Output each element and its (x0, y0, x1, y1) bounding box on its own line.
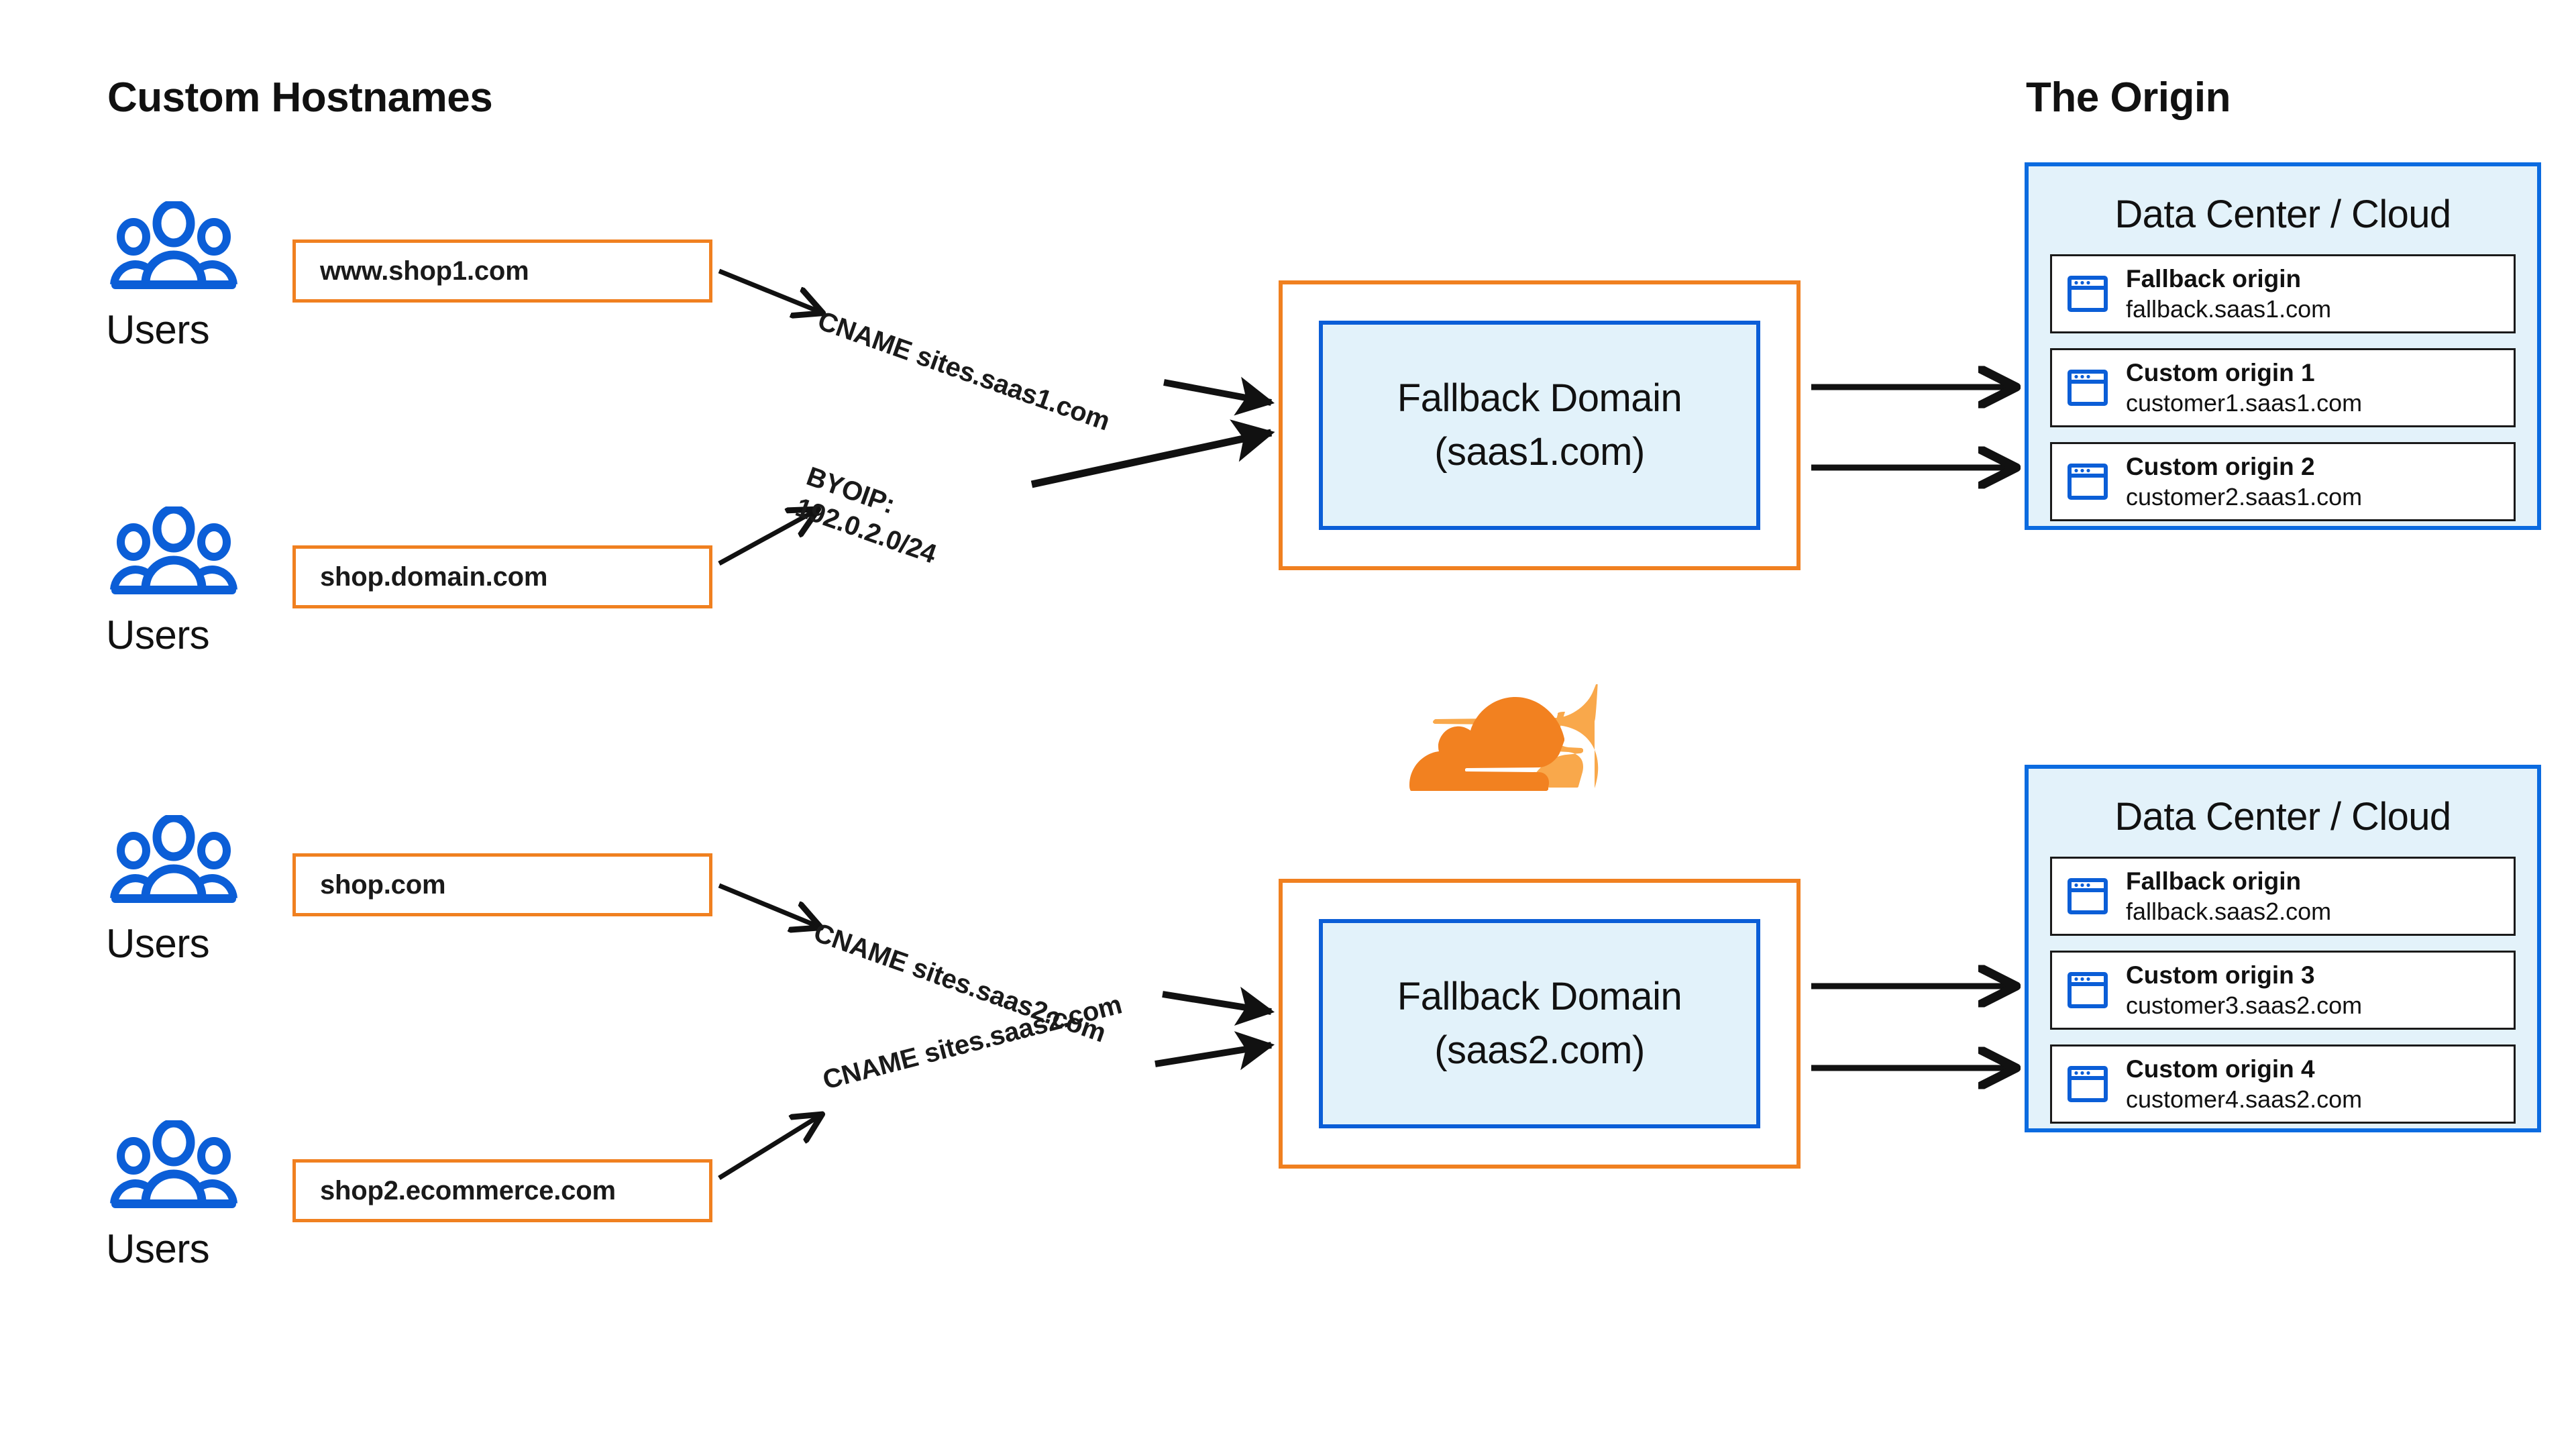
hostname-value: shop2.ecommerce.com (320, 1175, 616, 1205)
hostname-value: shop.com (320, 869, 446, 900)
origin-card[interactable]: Fallback origin fallback.saas2.com (2050, 857, 2516, 936)
browser-window-icon (2068, 370, 2108, 406)
origin-hostname: customer2.saas1.com (2126, 482, 2363, 511)
origin-card[interactable]: Custom origin 3 customer3.saas2.com (2050, 951, 2516, 1030)
cloudflare-logo (1409, 684, 1599, 791)
fallback-domain-name: (saas1.com) (1434, 430, 1645, 474)
arrow-label1-to-fallback1 (1163, 376, 1275, 416)
arrow-hostname3-to-label3 (718, 883, 820, 927)
origin-text: Custom origin 4 customer4.saas2.com (2126, 1054, 2362, 1114)
origin-hostname: customer3.saas2.com (2126, 991, 2363, 1019)
fallback-domain-container: Fallback Domain (saas2.com) (1279, 879, 1801, 1169)
origin-text: Custom origin 2 customer2.saas1.com (2126, 451, 2362, 511)
browser-window-icon (2068, 878, 2108, 914)
origin-title: Fallback origin (2126, 867, 2302, 896)
fallback-domain-title: Fallback Domain (1397, 974, 1682, 1018)
users-group: Users (106, 506, 280, 658)
hostname-box[interactable]: shop.com (292, 853, 712, 916)
users-group: Users (106, 1120, 280, 1272)
datacenter-panel: Data Center / Cloud Fallback origin fall… (2025, 765, 2541, 1132)
arrow-label2-to-fallback1 (1030, 419, 1275, 488)
edge-label-byoip: BYOIP: 192.0.2.0/24 (791, 460, 951, 571)
browser-window-icon (2068, 972, 2108, 1008)
users-label: Users (106, 1226, 210, 1271)
users-icon (110, 815, 237, 903)
users-group: Users (106, 201, 280, 353)
origin-hostname: fallback.saas2.com (2126, 897, 2332, 925)
users-label: Users (106, 921, 210, 966)
origin-title: Custom origin 4 (2126, 1055, 2315, 1083)
hostname-box[interactable]: shop.domain.com (292, 545, 712, 608)
hostname-value: shop.domain.com (320, 561, 548, 592)
datacenter-title: Data Center / Cloud (2114, 795, 2451, 839)
arrow-hostname1-to-label1 (718, 268, 822, 313)
fallback-domain-title: Fallback Domain (1397, 376, 1682, 420)
users-icon (110, 506, 237, 594)
origin-text: Fallback origin fallback.saas2.com (2126, 866, 2331, 926)
datacenter-panel: Data Center / Cloud Fallback origin fall… (2025, 162, 2541, 530)
origin-card[interactable]: Custom origin 1 customer1.saas1.com (2050, 348, 2516, 427)
users-label: Users (106, 307, 210, 352)
origin-title: Custom origin 3 (2126, 961, 2315, 989)
fallback-domain-box: Fallback Domain (saas2.com) (1319, 919, 1760, 1128)
origin-card[interactable]: Custom origin 2 customer2.saas1.com (2050, 442, 2516, 521)
users-icon (110, 201, 237, 289)
origin-card[interactable]: Fallback origin fallback.saas1.com (2050, 254, 2516, 333)
origin-hostname: fallback.saas1.com (2126, 294, 2332, 323)
hostname-value: www.shop1.com (320, 256, 529, 286)
origin-text: Custom origin 1 customer1.saas1.com (2126, 358, 2362, 417)
fallback-domain-box: Fallback Domain (saas1.com) (1319, 321, 1760, 530)
users-group: Users (106, 815, 280, 967)
origin-text: Fallback origin fallback.saas1.com (2126, 264, 2331, 323)
edge-label-cname-saas1: CNAME sites.saas1.com (814, 306, 1114, 437)
datacenter-title: Data Center / Cloud (2114, 193, 2451, 236)
users-icon (110, 1120, 237, 1208)
edge-label-cname-saas2-b: CNAME sites.saas2.com (820, 989, 1125, 1095)
fallback-domain-name: (saas2.com) (1434, 1028, 1645, 1072)
arrow-label4-to-fallback2 (1155, 1031, 1275, 1071)
origin-card[interactable]: Custom origin 4 customer4.saas2.com (2050, 1044, 2516, 1124)
browser-window-icon (2068, 464, 2108, 500)
hostname-box[interactable]: shop2.ecommerce.com (292, 1159, 712, 1222)
browser-window-icon (2068, 276, 2108, 312)
origin-title: Custom origin 2 (2126, 453, 2315, 481)
origin-title: Fallback origin (2126, 265, 2302, 293)
section-title-the-origin: The Origin (2026, 74, 2231, 121)
origin-hostname: customer1.saas1.com (2126, 388, 2363, 417)
fallback-domain-container: Fallback Domain (saas1.com) (1279, 280, 1801, 570)
arrow-label3-to-fallback2 (1162, 986, 1275, 1026)
arrow-hostname4-to-label4 (718, 1115, 821, 1180)
section-title-custom-hostnames: Custom Hostnames (107, 74, 493, 121)
origin-hostname: customer4.saas2.com (2126, 1085, 2363, 1113)
origin-title: Custom origin 1 (2126, 359, 2315, 387)
users-label: Users (106, 612, 210, 657)
hostname-box[interactable]: www.shop1.com (292, 239, 712, 303)
browser-window-icon (2068, 1066, 2108, 1102)
origin-text: Custom origin 3 customer3.saas2.com (2126, 960, 2362, 1020)
